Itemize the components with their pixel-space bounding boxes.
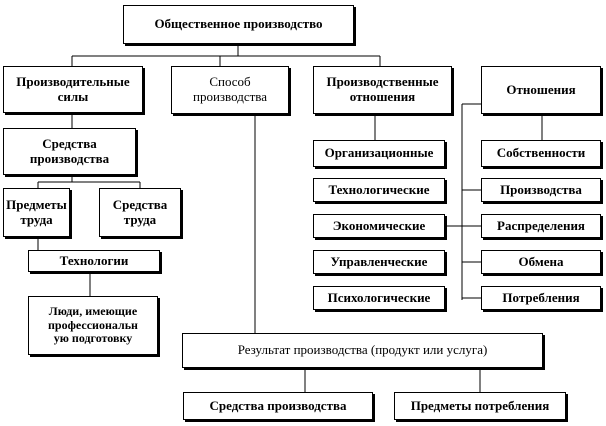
connector-means-split: [37, 175, 141, 188]
node-production-relations: Производственные отношения: [313, 66, 452, 114]
node-distribution: Распределения: [481, 214, 601, 238]
connector-relations-bus: [461, 103, 543, 300]
node-exchange: Обмена: [481, 250, 601, 274]
connector-root-bus: [71, 44, 381, 66]
node-qualified-people: Люди, имеющие профессиональн ую подготов…: [28, 296, 158, 355]
node-result-consumer-goods: Предметы потребления: [394, 392, 566, 420]
node-means-of-labor: Средства труда: [99, 188, 181, 237]
node-organizational: Организационные: [313, 140, 445, 167]
node-ownership: Собственности: [481, 140, 601, 167]
connector-result-split: [304, 368, 481, 392]
node-economic: Экономические: [313, 214, 445, 238]
node-relations: Отношения: [481, 66, 601, 114]
node-psychological: Психологические: [313, 286, 445, 310]
node-production: Производства: [481, 178, 601, 202]
node-means-of-production: Средства производства: [3, 128, 136, 175]
node-social-production: Общественное производство: [123, 5, 354, 44]
node-result-means-of-production: Средства производства: [183, 392, 373, 420]
node-consumption: Потребления: [481, 286, 601, 310]
node-technologies: Технологии: [28, 250, 160, 272]
node-objects-of-labor: Предметы труда: [3, 188, 70, 237]
node-technological: Технологические: [313, 178, 445, 202]
node-managerial: Управленческие: [313, 250, 445, 274]
node-mode-of-production: Способ производства: [171, 66, 289, 114]
node-productive-forces: Производительные силы: [3, 66, 143, 113]
node-production-result: Результат производства (продукт или услу…: [182, 333, 543, 368]
